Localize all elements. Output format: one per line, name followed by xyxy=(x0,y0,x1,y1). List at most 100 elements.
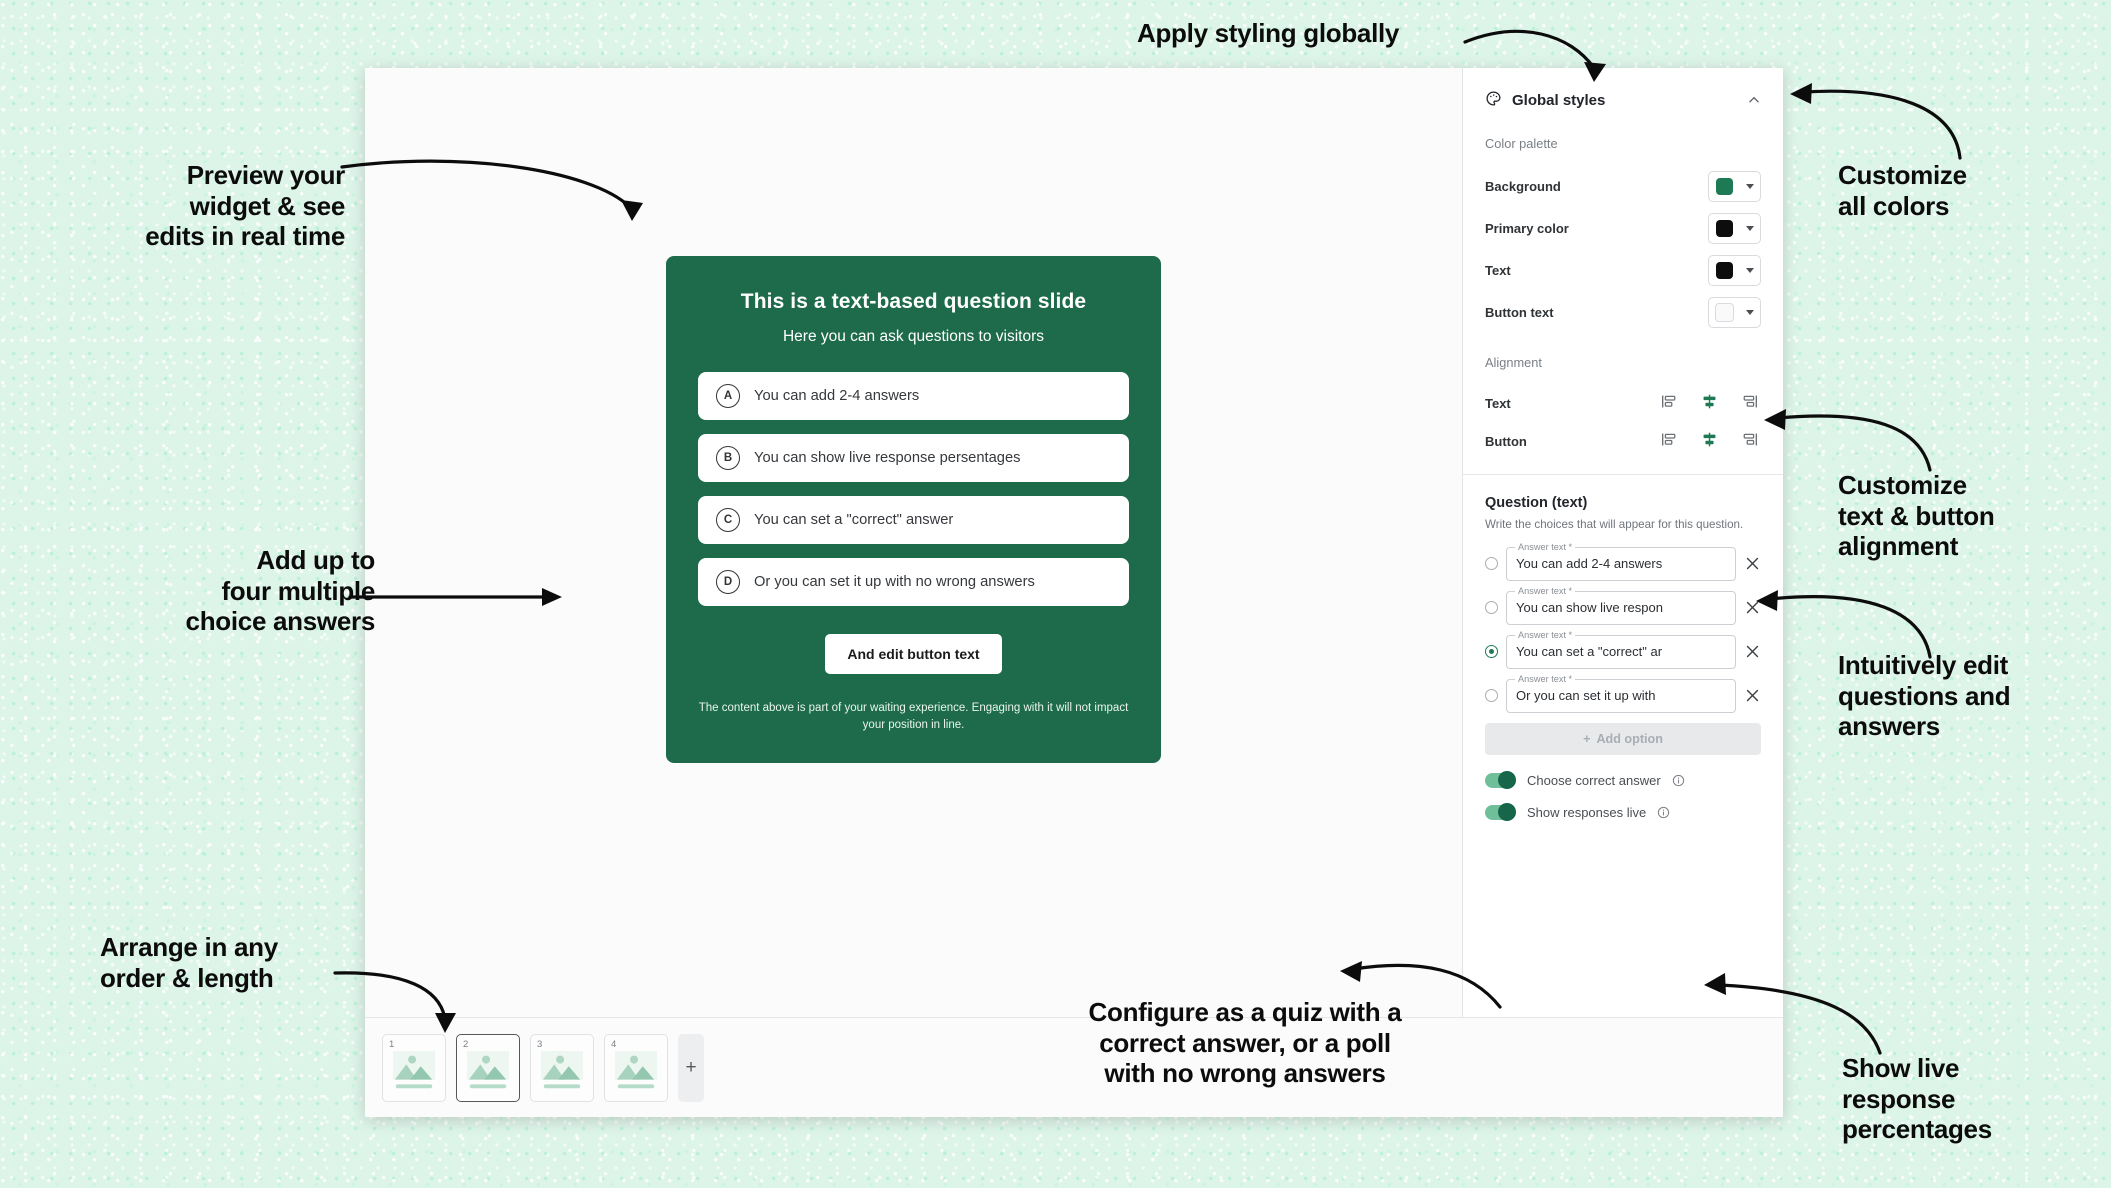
answer-text-a: You can add 2-4 answers xyxy=(754,388,920,404)
color-palette-section: Color palette Background Primary color xyxy=(1463,126,1783,460)
info-icon[interactable] xyxy=(1657,806,1670,819)
remove-answer-button-2[interactable] xyxy=(1744,599,1761,616)
add-option-label: Add option xyxy=(1596,731,1663,746)
arrow-show-live xyxy=(1704,973,1882,1055)
answer-text-value-3: You can set a "correct" ar xyxy=(1516,644,1663,660)
color-picker-button-text[interactable] xyxy=(1708,296,1761,328)
answer-text-legend-1: Answer text * xyxy=(1515,541,1576,552)
answer-text-input-2[interactable]: Answer text * You can show live respon xyxy=(1506,585,1736,625)
color-row-text: Text xyxy=(1485,249,1761,291)
add-option-button[interactable]: + Add option xyxy=(1485,722,1761,755)
preview-answer-b[interactable]: B You can show live response persentages xyxy=(698,434,1129,482)
answer-text-legend-3: Answer text * xyxy=(1515,629,1576,640)
preview-answer-a[interactable]: A You can add 2-4 answers xyxy=(698,372,1129,420)
slide-cta-button[interactable]: And edit button text xyxy=(825,634,1002,674)
color-picker-text[interactable] xyxy=(1708,254,1761,286)
chevron-up-icon[interactable] xyxy=(1747,93,1761,107)
answer-text-input-1[interactable]: Answer text * You can add 2-4 answers xyxy=(1506,541,1736,581)
slide-thumbnail-2[interactable]: 2 xyxy=(456,1033,520,1102)
color-picker-primary[interactable] xyxy=(1708,212,1761,244)
answer-text-input-4[interactable]: Answer text * Or you can set it up with xyxy=(1506,673,1736,713)
arrow-customize-colors xyxy=(1790,83,1962,160)
slide-thumbnail-placeholder-icon xyxy=(613,1050,659,1093)
remove-answer-button-4[interactable] xyxy=(1744,687,1761,704)
color-palette-label: Color palette xyxy=(1485,136,1558,151)
color-label-text: Text xyxy=(1485,262,1511,278)
answer-text-value-2: You can show live respon xyxy=(1516,600,1663,616)
slide-thumbnail-3[interactable]: 3 xyxy=(530,1033,594,1102)
remove-answer-button-1[interactable] xyxy=(1744,555,1761,572)
slide-number-3: 3 xyxy=(537,1038,543,1050)
align-center-icon-button[interactable] xyxy=(1701,432,1718,450)
swatch-primary xyxy=(1715,219,1733,237)
color-label-primary: Primary color xyxy=(1485,220,1569,236)
answer-option-row-2: Answer text * You can show live respon xyxy=(1485,585,1761,625)
add-slide-button[interactable]: + xyxy=(678,1033,704,1102)
show-responses-live-toggle[interactable] xyxy=(1485,803,1516,822)
alignment-label: Alignment xyxy=(1485,355,1542,370)
align-right-icon-button[interactable] xyxy=(1740,432,1757,450)
annotation-customize-colors: Customize all colors xyxy=(1838,160,1967,221)
arrow-intuitive-edit xyxy=(1756,590,1932,659)
align-center-icon-text[interactable] xyxy=(1701,394,1718,412)
choose-correct-answer-toggle[interactable] xyxy=(1485,771,1516,790)
preview-answer-c[interactable]: C You can set a "correct" answer xyxy=(698,496,1129,544)
align-left-icon-button[interactable] xyxy=(1662,432,1679,450)
answer-letter-d: D xyxy=(716,570,740,594)
chevron-down-icon xyxy=(1745,225,1754,231)
slide-thumbnail-4[interactable]: 4 xyxy=(604,1033,668,1102)
show-responses-live-label: Show responses live xyxy=(1527,804,1647,820)
arrow-configure-quiz xyxy=(1340,961,1502,1009)
slide-number-1: 1 xyxy=(389,1038,395,1050)
align-left-icon-text[interactable] xyxy=(1662,394,1679,412)
slide-thumbnail-placeholder-icon xyxy=(539,1050,585,1093)
answer-letter-b: B xyxy=(716,446,740,470)
slide-number-2: 2 xyxy=(463,1038,469,1050)
annotation-intuitive-edit: Intuitively edit questions and answers xyxy=(1838,650,2011,742)
slide-thumbnail-1[interactable]: 1 xyxy=(382,1033,446,1102)
arrow-arrange-order xyxy=(333,971,456,1033)
choose-correct-answer-label: Choose correct answer xyxy=(1527,772,1661,788)
arrow-customize-alignment xyxy=(1764,409,1932,472)
correct-answer-radio-4[interactable] xyxy=(1485,689,1498,703)
slide-subtitle: Here you can ask questions to visitors xyxy=(782,328,1045,345)
answer-text-b: You can show live response persentages xyxy=(754,450,1021,466)
answer-text-legend-4: Answer text * xyxy=(1515,673,1576,684)
panel-divider xyxy=(1463,474,1783,475)
alignment-label-button: Button xyxy=(1485,433,1527,449)
remove-answer-button-3[interactable] xyxy=(1744,643,1761,660)
slide-filmstrip: 1 2 xyxy=(365,1017,1783,1117)
annotation-configure-quiz: Configure as a quiz with a correct answe… xyxy=(1088,997,1402,1089)
answer-option-row-3: Answer text * You can set a "correct" ar xyxy=(1485,629,1761,669)
correct-answer-radio-2[interactable] xyxy=(1485,601,1498,615)
color-row-background: Background xyxy=(1485,165,1761,207)
question-section: Question (text) Write the choices that w… xyxy=(1463,475,1783,837)
global-styles-title: Global styles xyxy=(1512,91,1606,109)
palette-icon xyxy=(1485,90,1502,110)
annotation-add-up-to-four: Add up to four multiple choice answers xyxy=(185,545,376,637)
answer-letter-a: A xyxy=(716,384,740,408)
correct-answer-radio-3[interactable] xyxy=(1485,645,1498,659)
answer-text-value-4: Or you can set it up with xyxy=(1516,688,1656,704)
global-styles-header[interactable]: Global styles xyxy=(1463,68,1783,126)
slide-thumbnail-placeholder-icon xyxy=(465,1050,511,1093)
annotation-apply-styling: Apply styling globally xyxy=(1137,18,1400,48)
answer-text-input-3[interactable]: Answer text * You can set a "correct" ar xyxy=(1506,629,1736,669)
arrow-add-up-to-four xyxy=(348,588,562,606)
app-window: This is a text-based question slide Here… xyxy=(365,68,1783,1117)
info-icon[interactable] xyxy=(1672,774,1685,787)
chevron-down-icon xyxy=(1746,309,1754,315)
alignment-row-button: Button xyxy=(1485,422,1761,460)
annotation-arrange-order: Arrange in any order & length xyxy=(100,932,278,993)
correct-answer-radio-1[interactable] xyxy=(1485,557,1498,571)
chevron-down-icon xyxy=(1745,183,1754,189)
align-right-icon-text[interactable] xyxy=(1740,394,1757,412)
preview-answer-d[interactable]: D Or you can set it up with no wrong ans… xyxy=(698,558,1129,606)
toggle-row-show-responses: Show responses live xyxy=(1485,803,1761,822)
answer-option-row-4: Answer text * Or you can set it up with xyxy=(1485,673,1761,713)
answer-text-d: Or you can set it up with no wrong answe… xyxy=(754,574,1035,590)
color-picker-background[interactable] xyxy=(1708,170,1761,202)
chevron-down-icon xyxy=(1745,267,1754,273)
color-label-background: Background xyxy=(1485,178,1561,194)
plus-icon: + xyxy=(1583,731,1591,746)
